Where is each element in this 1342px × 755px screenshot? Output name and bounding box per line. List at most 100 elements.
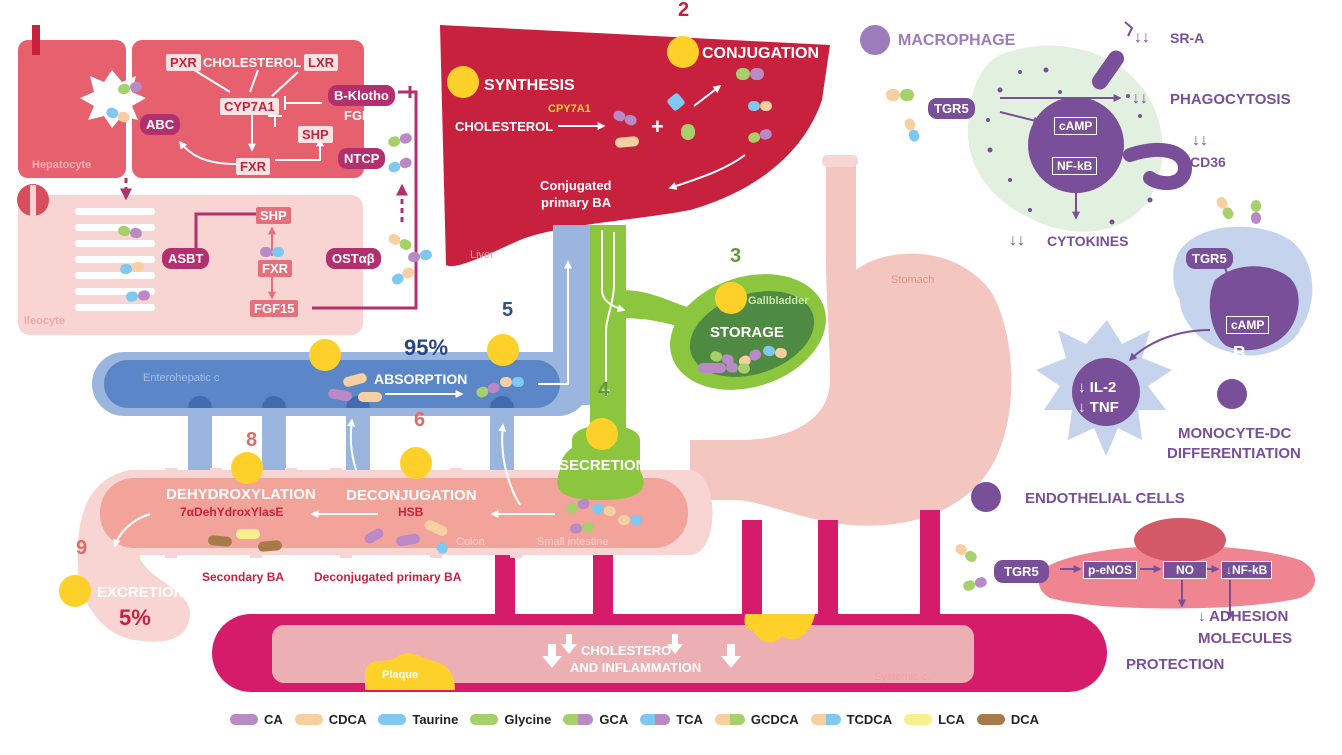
legend-capsule-icon: [640, 713, 671, 725]
ileocyte-shp-box: SHP: [256, 207, 291, 224]
excretion-label: EXCRETION: [97, 584, 185, 601]
sr-a-label: SR-A: [1170, 30, 1205, 46]
macrophage-title: MACROPHAGE: [898, 32, 1016, 49]
step-8-number: 8: [246, 429, 258, 451]
legend-capsule-icon: [563, 713, 594, 725]
legend-capsule-icon: [904, 713, 933, 725]
ileocyte-fxr-box: FXR: [258, 260, 292, 277]
conjugated-primary-ba-2: primary BA: [541, 195, 612, 210]
storage-label: STORAGE: [710, 324, 784, 341]
cytokines-arrows: ↓↓: [1009, 232, 1025, 249]
hepatocyte-cell: [18, 25, 364, 178]
step-9-number: 9: [76, 537, 88, 559]
conjugation-label: CONJUGATION: [702, 45, 820, 62]
sr-a-arrows: ↓↓: [1134, 29, 1150, 46]
step-4-number: 4: [598, 379, 610, 401]
plaque-label: Plaque: [382, 669, 419, 681]
endothelial-nfkb-box: ↓NF-kB: [1221, 561, 1273, 579]
step-3-number: 3: [730, 245, 742, 267]
legend: CA CDCA Taurine Glycine GCA TCA GCDCA TCDCA LCA D…: [230, 708, 1051, 730]
conjugated-primary-ba-1: Conjugated: [540, 178, 612, 193]
legend-capsule-icon: [810, 713, 841, 725]
legend-item: Glycine: [470, 712, 551, 727]
lxr-box: LXR: [304, 54, 338, 71]
macrophage-cell: [967, 21, 1193, 232]
b-cell-camp: cAMP: [1226, 316, 1270, 334]
small-intestine-label: Small intestine: [537, 536, 609, 548]
legend-capsule-icon: [976, 713, 1005, 725]
legend-item: TCDCA: [810, 711, 893, 727]
systemic-label: Systemic c.: [874, 671, 931, 683]
deconjugation-label: DECONJUGATION: [346, 487, 477, 504]
ntcp-transporter: NTCP: [338, 148, 386, 169]
plaque-shape: [365, 653, 455, 690]
legend-capsule-icon: [378, 713, 407, 725]
ileocyte-label: Ileocyte: [24, 315, 65, 327]
enterohepatic-label: Enterohepatic c: [143, 372, 220, 384]
cd36-arrows: ↓↓: [1192, 132, 1208, 149]
colon-label: Colon: [456, 536, 485, 548]
bile-acid-capsules: [106, 68, 1261, 591]
stomach-label: Stomach: [891, 274, 935, 286]
b-cell-label: B: [1233, 343, 1246, 363]
macrophage-camp: cAMP: [1054, 117, 1098, 135]
endothelial-tgr5: TGR5: [994, 560, 1049, 583]
tnf-label: ↓ TNF: [1078, 399, 1119, 416]
legend-label: CA: [264, 711, 283, 727]
synthesis-label: SYNTHESIS: [484, 77, 575, 94]
adhesion-label-1: ↓ ADHESION: [1198, 608, 1289, 625]
monocyte-dc-title-2: DIFFERENTIATION: [1167, 445, 1301, 462]
cyp7a1-box: CYP7A1: [220, 98, 279, 115]
cytokines-label: CYTOKINES: [1047, 233, 1129, 249]
adhesion-label-2: MOLECULES: [1198, 630, 1293, 647]
stomach-shape: [690, 160, 1012, 526]
deconjugated-primary-ba-label: Deconjugated primary BA: [314, 570, 462, 584]
legend-label: CDCA: [328, 711, 367, 727]
il2-label: ↓ IL-2: [1078, 379, 1117, 396]
legend-capsule-icon: [470, 713, 499, 725]
enterohepatic-circulation: [104, 360, 560, 408]
legend-capsule-icon: [714, 713, 745, 725]
dendritic-cell: [1036, 320, 1211, 456]
legend-item: LCA: [904, 712, 965, 727]
legend-label: TCDCA: [846, 711, 893, 727]
b-cell-tgr5: TGR5: [1186, 248, 1233, 269]
endothelial-title: ENDOTHELIAL CELLS: [1025, 490, 1185, 507]
legend-item: CA: [230, 712, 283, 727]
cd36-label: CD36: [1190, 154, 1226, 170]
no-box: NO: [1163, 561, 1207, 579]
step-6-number: 6: [414, 409, 426, 431]
ost-transporter: OSTαβ: [326, 248, 381, 269]
secretion-label: SECRETION: [559, 457, 647, 474]
legend-item: CDCA: [294, 711, 367, 727]
liver-cholesterol: CHOLESTEROL: [455, 119, 554, 134]
b-klotho-pill: B-Klotho: [328, 85, 395, 106]
legend-item: DCA: [976, 712, 1039, 727]
fgfr4-label: FGFR4: [344, 108, 387, 123]
phagocytosis-arrows: ↓↓: [1132, 90, 1148, 107]
step-5-number: 5: [502, 299, 514, 321]
dehydroxylase-enzyme: 7αDehYdroxYlasE: [180, 505, 284, 519]
asbt-transporter: ASBT: [162, 248, 210, 269]
macrophage-nfkb: NF-kB: [1052, 157, 1098, 175]
excretion-percent: 5%: [119, 605, 151, 630]
legend-item: GCDCA: [714, 712, 799, 727]
monocyte-dc-title-1: MONOCYTE-DC: [1178, 425, 1292, 442]
gallbladder-label: Gallbladder: [748, 295, 809, 307]
legend-label: TCA: [676, 711, 703, 727]
absorption-label: ABSORPTION: [374, 371, 468, 387]
phagocytosis-label: PHAGOCYTOSIS: [1170, 91, 1291, 108]
hepatocyte-shp-box: SHP: [298, 126, 333, 143]
macrophage-tgr5: TGR5: [928, 98, 975, 119]
hepatocyte-fxr-box: FXR: [236, 158, 270, 175]
legend-label: Taurine: [412, 711, 459, 727]
legend-label: GCA: [599, 711, 629, 727]
protection-label: PROTECTION: [1126, 656, 1225, 673]
fgf15-box: FGF15: [250, 300, 299, 317]
legend-item: GCA: [563, 712, 628, 727]
hepatocyte-cholesterol: CHOLESTEROL: [203, 55, 302, 70]
absorption-percent: 95%: [404, 335, 449, 360]
p-enos-box: p-eNOS: [1083, 561, 1138, 579]
legend-label: LCA: [938, 711, 965, 727]
